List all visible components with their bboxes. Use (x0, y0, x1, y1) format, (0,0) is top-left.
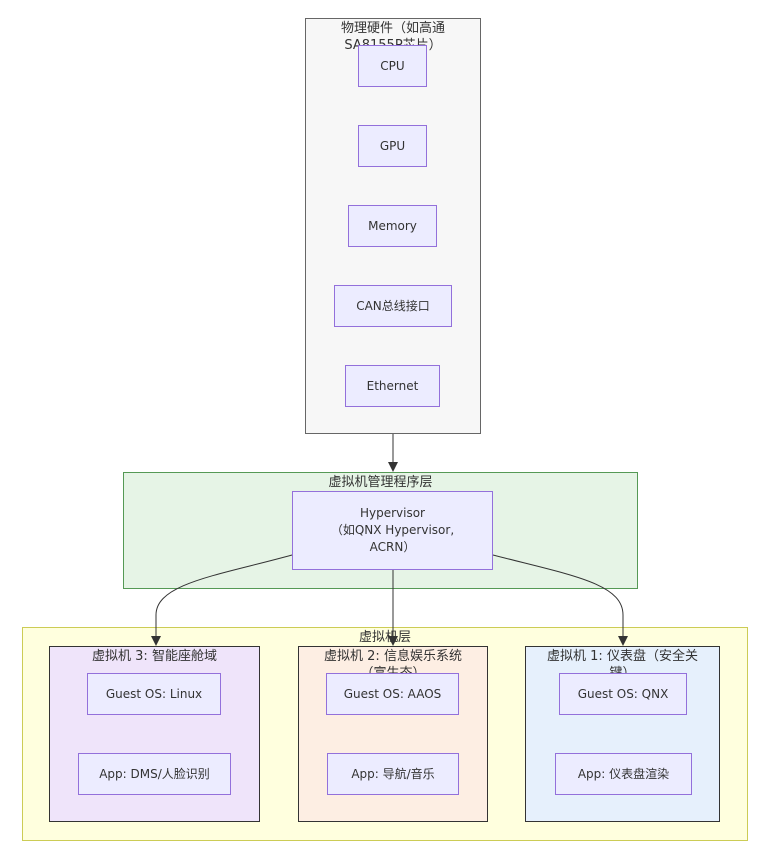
cpu-node[interactable]: CPU (358, 45, 427, 87)
vm1-guest-os-node[interactable]: Guest OS: QNX (559, 673, 687, 715)
vm2-app-node[interactable]: App: 导航/音乐 (327, 753, 459, 795)
can-bus-node[interactable]: CAN总线接口 (334, 285, 452, 327)
vm3-app-node[interactable]: App: DMS/人脸识别 (78, 753, 231, 795)
vm1-app-node[interactable]: App: 仪表盘渲染 (555, 753, 692, 795)
vm3-cluster-title: 虚拟机 3: 智能座舱域 (92, 649, 217, 664)
hypervisor-cluster-title: 虚拟机管理程序层 (328, 475, 433, 490)
vm3-guest-os-node[interactable]: Guest OS: Linux (87, 673, 221, 715)
vm-layer-cluster-title: 虚拟机层 (358, 630, 411, 645)
vm2-guest-os-node[interactable]: Guest OS: AAOS (326, 673, 459, 715)
memory-node[interactable]: Memory (348, 205, 437, 247)
gpu-node[interactable]: GPU (358, 125, 427, 167)
ethernet-node[interactable]: Ethernet (345, 365, 440, 407)
hypervisor-node[interactable]: Hypervisor （如QNX Hypervisor, ACRN） (292, 491, 493, 570)
